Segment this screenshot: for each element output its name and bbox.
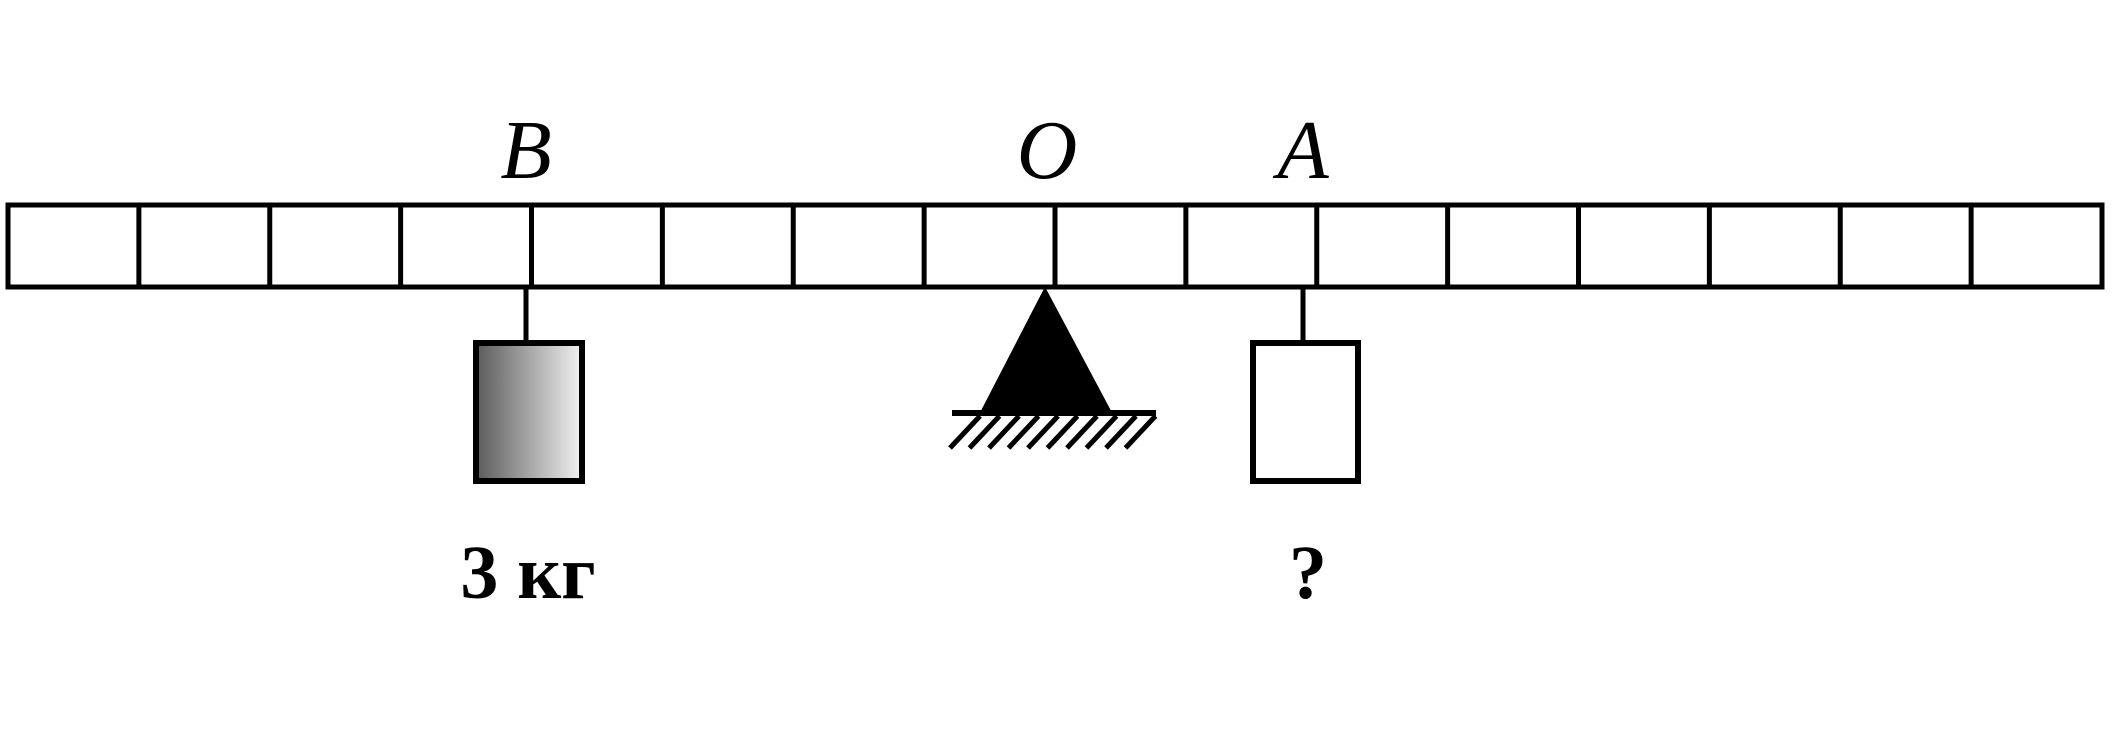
hatch-line <box>1123 414 1158 450</box>
left-weight <box>473 340 585 484</box>
fulcrum-triangle <box>979 286 1113 414</box>
fulcrum-ground-hatching <box>948 414 1158 450</box>
hatch-line <box>1104 414 1138 450</box>
hatch-line <box>1045 414 1080 450</box>
right-weight <box>1250 340 1361 484</box>
hatch-line <box>1026 414 1060 450</box>
hatch-line <box>1084 414 1119 450</box>
point-label-b: B <box>500 104 551 197</box>
hatch-line <box>948 414 982 450</box>
left-weight-mass-label: 3 кг <box>460 531 595 615</box>
point-label-o: O <box>1017 104 1078 197</box>
hatch-line <box>967 414 1002 450</box>
hatch-line <box>1006 414 1041 450</box>
lever-segment-dividers <box>136 205 1974 287</box>
right-weight-mass-label: ? <box>1289 531 1327 615</box>
hatch-line <box>1065 414 1099 450</box>
hatch-line <box>987 414 1021 450</box>
point-label-a: A <box>1272 104 1329 197</box>
